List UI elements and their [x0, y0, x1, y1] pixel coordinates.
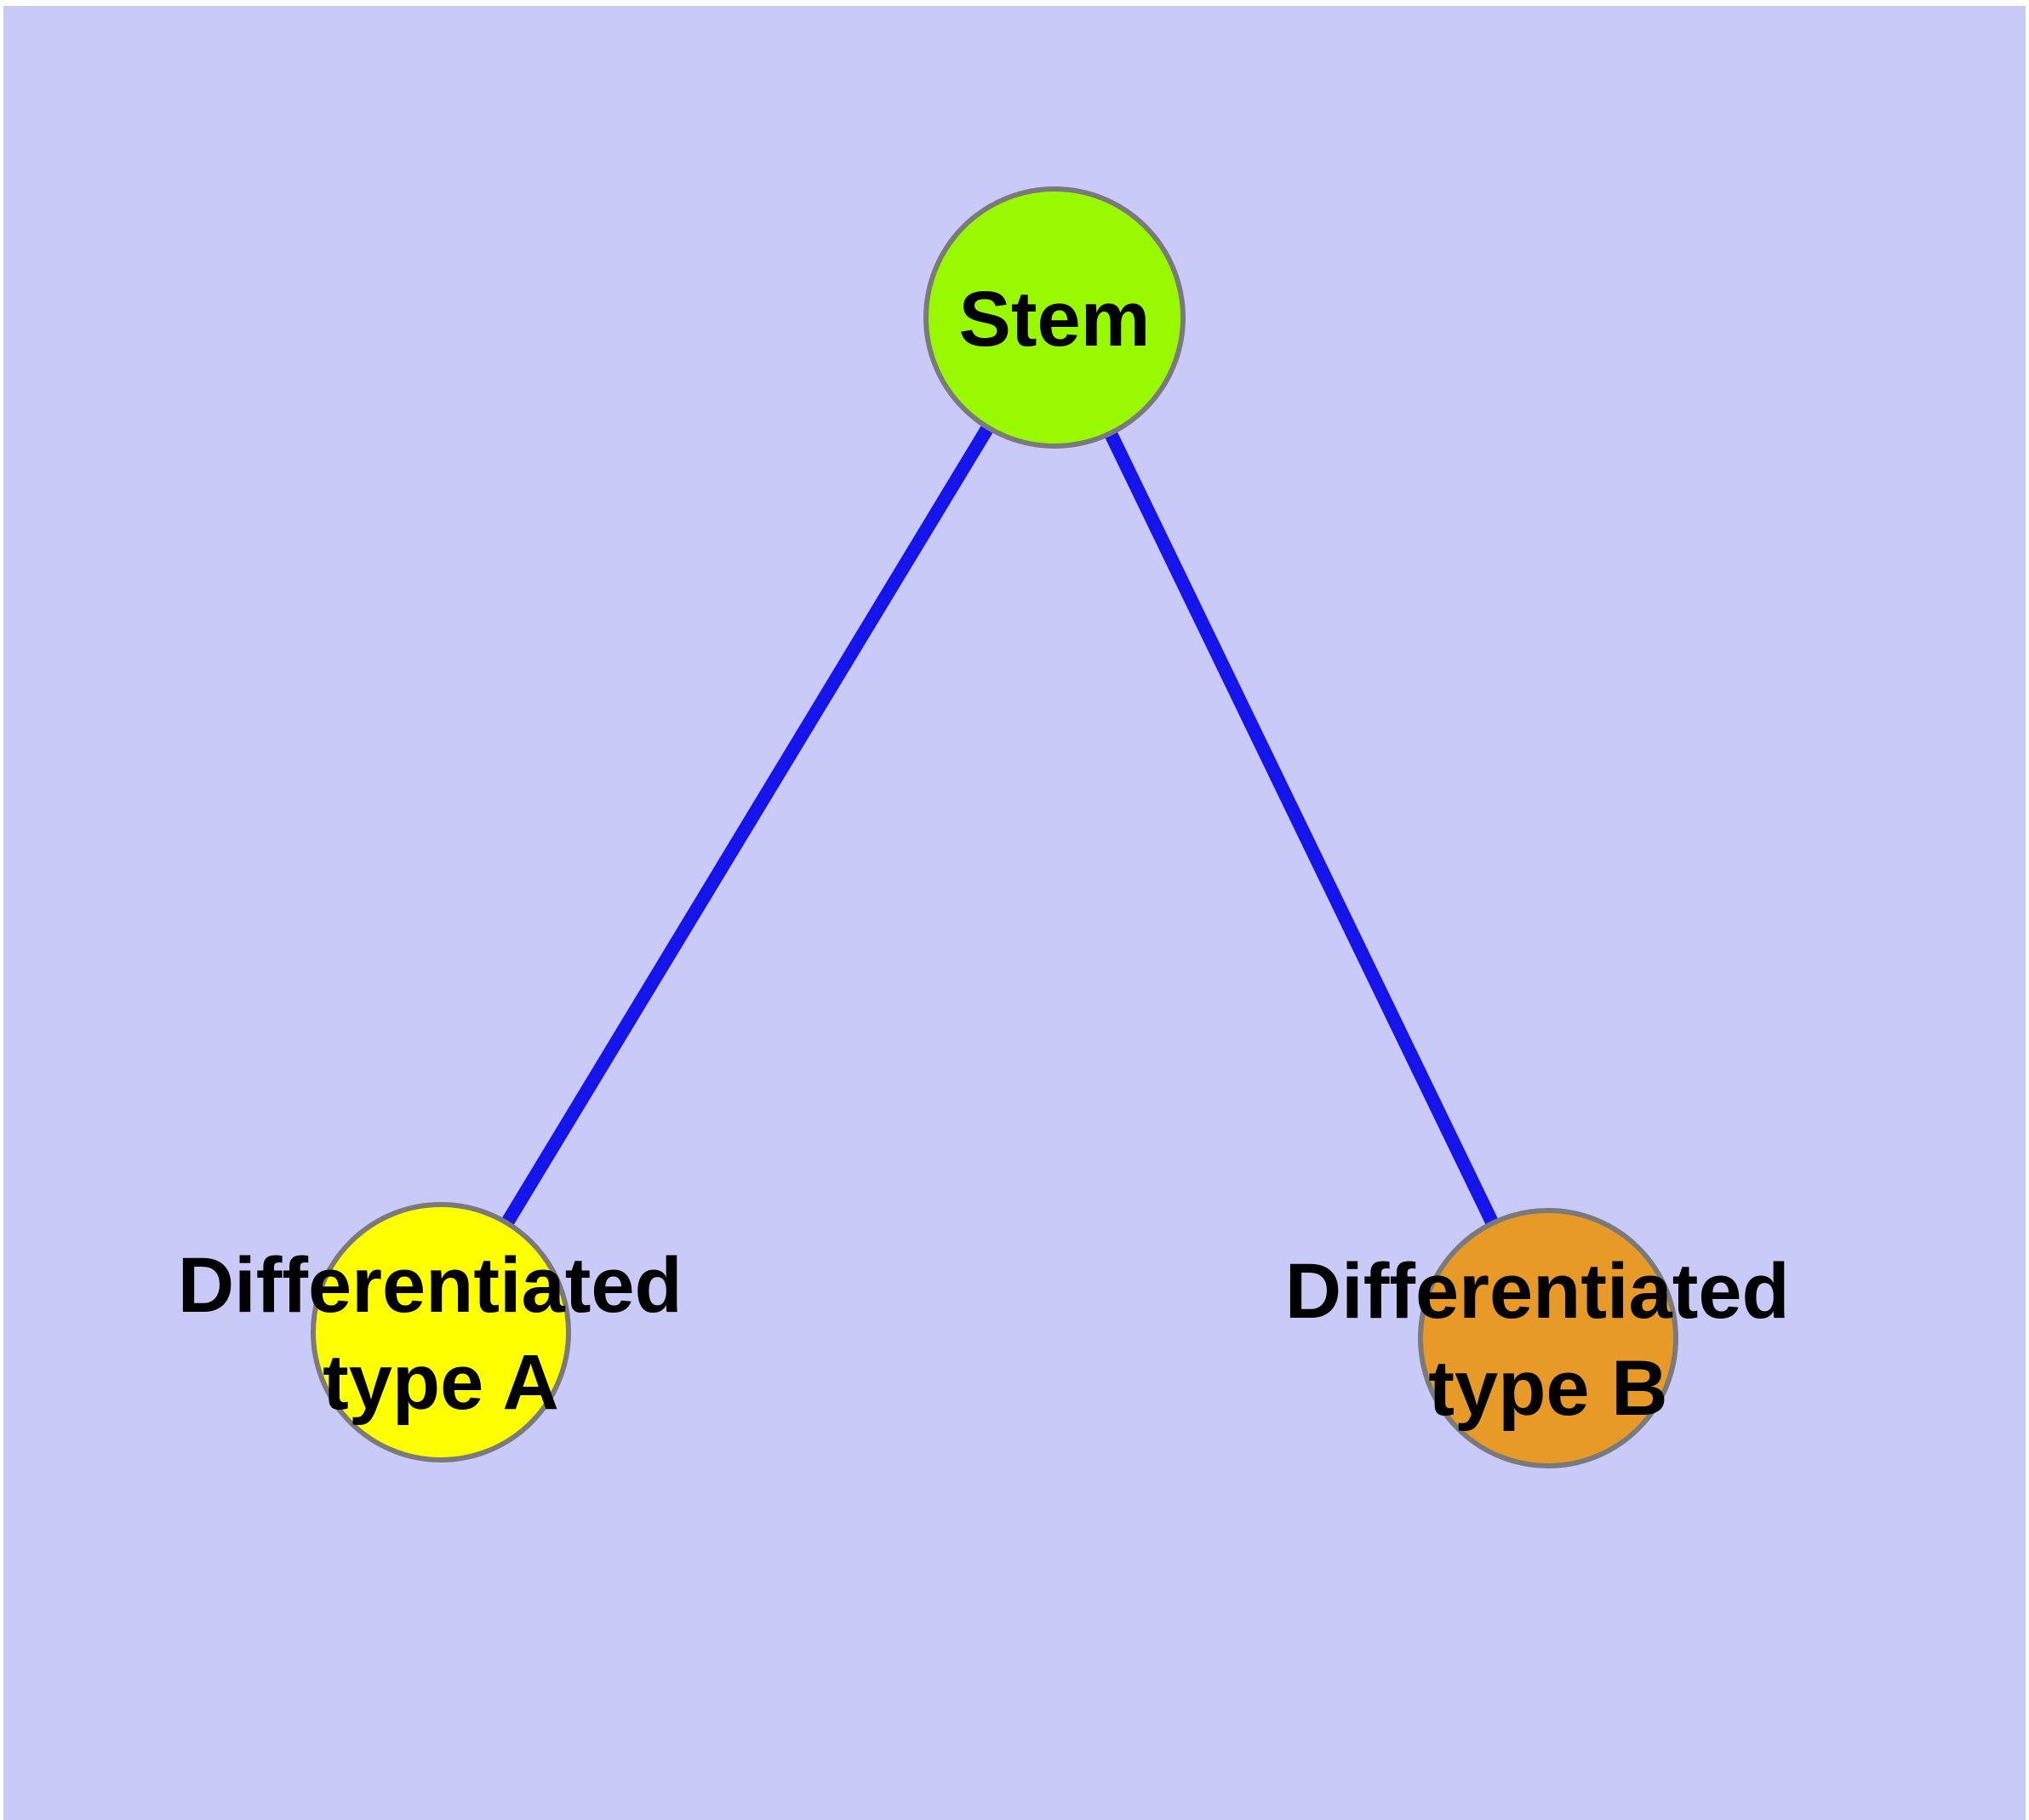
- label-line: Stem: [959, 276, 1151, 363]
- node-type-a-circle: [311, 1202, 571, 1462]
- edge-stem-to-type-a: [435, 313, 1060, 1336]
- node-stem-circle: [923, 186, 1186, 449]
- node-type-a-label: Differentiated type A: [178, 1242, 705, 1426]
- edge-group: [435, 313, 1555, 1342]
- node-stem-label: Stem: [959, 276, 1151, 363]
- label-line: Differentiated: [1285, 1248, 1790, 1335]
- node-group: [311, 186, 1678, 1468]
- label-group: Stem Differentiated type A Differentiate…: [178, 276, 1812, 1432]
- label-line: type B: [1428, 1345, 1667, 1432]
- label-line: type A: [323, 1339, 559, 1426]
- edge-stem-to-type-b: [1048, 314, 1555, 1342]
- node-type-b-label: Differentiated type B: [1285, 1248, 1812, 1432]
- label-line: Differentiated: [178, 1242, 683, 1329]
- node-type-b-circle: [1418, 1208, 1678, 1468]
